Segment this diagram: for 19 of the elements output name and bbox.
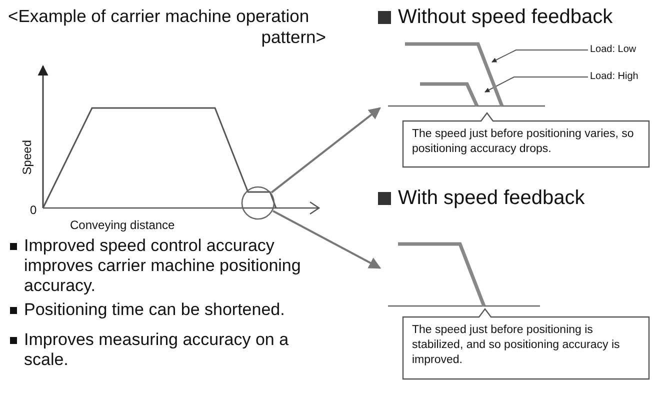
callout-box: The speed just before positioning varies, so positioning accuracy drops. <box>402 112 650 168</box>
callout-text: Load: Low <box>590 43 640 57</box>
callout-text: Load: High <box>590 70 644 84</box>
diagram-title: <Example of carrier machine operation pattern> <box>8 6 326 48</box>
bullet-point: Improves measuring accuracy on a scale. <box>8 330 326 370</box>
callout-box: The speed just before positioning is stabilized, and so positioning accuracy is improved. <box>402 308 650 380</box>
zoom-circle <box>241 186 275 220</box>
bullet-point: Positioning time can be shortened. <box>8 300 326 320</box>
axis-tick-label: 0 <box>30 203 37 217</box>
axis-label: Speed <box>20 140 34 175</box>
speed-curve-drawing <box>386 40 548 108</box>
section-heading: Without speed feedback <box>378 4 613 30</box>
arrow <box>270 107 381 194</box>
bullet-point: Improved speed control accuracy improves carrier machine positioning accuracy. <box>8 236 326 296</box>
leader-line <box>492 50 588 62</box>
leader-line <box>484 76 588 92</box>
section-heading: With speed feedback <box>378 185 585 211</box>
arrow <box>272 210 382 269</box>
axis-label: Conveying distance <box>70 218 175 232</box>
